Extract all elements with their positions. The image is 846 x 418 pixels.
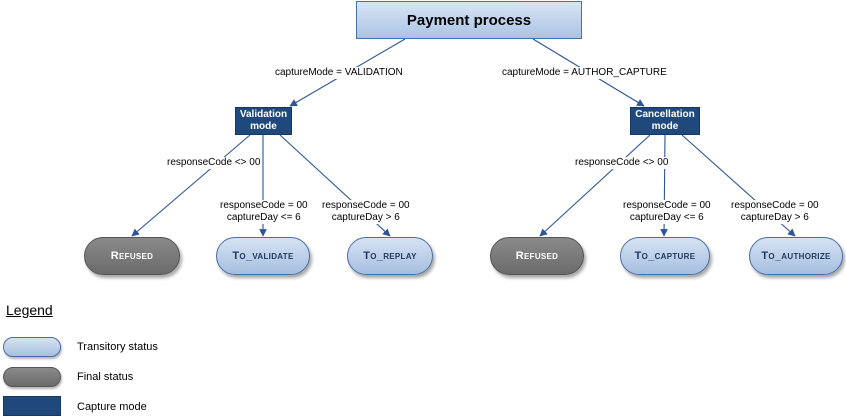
- branch-label-validation: captureMode = VALIDATION: [275, 67, 403, 79]
- legend-swatch-capture-mode: [3, 396, 61, 416]
- condition-label-to-authorize: responseCode = 00 captureDay > 6: [731, 200, 819, 224]
- payment-process-node: Payment process: [356, 1, 582, 39]
- condition-label-to-replay: responseCode = 00 captureDay > 6: [322, 200, 410, 224]
- status-label: Refused: [110, 250, 154, 262]
- connector-validation-to-refused: [131, 134, 251, 237]
- status-to-capture: To_capture: [620, 237, 710, 275]
- legend-label-transitory: Transitory status: [77, 341, 158, 353]
- branch-label-author-capture: captureMode = AUTHOR_CAPTURE: [502, 67, 667, 79]
- status-label: Refused: [515, 250, 559, 262]
- legend-title: Legend: [6, 302, 53, 318]
- status-refused-left: Refused: [84, 237, 180, 275]
- condition-line: responseCode = 00: [322, 200, 410, 211]
- condition-line: captureDay <= 6: [226, 212, 301, 223]
- validation-mode-node: Validation mode: [235, 107, 292, 135]
- validation-mode-line2: mode: [250, 121, 277, 132]
- cancellation-mode-line1: Cancellation: [635, 109, 695, 120]
- status-label: To_replay: [363, 250, 417, 262]
- status-to-authorize: To_authorize: [749, 237, 843, 275]
- status-to-validate: To_validate: [216, 237, 310, 275]
- legend-swatch-final: [3, 367, 61, 387]
- validation-mode-line1: Validation: [239, 109, 288, 120]
- legend-label-final: Final status: [77, 371, 134, 383]
- condition-line: captureDay > 6: [331, 212, 400, 223]
- status-label: To_capture: [634, 250, 696, 262]
- status-label: To_validate: [232, 250, 294, 262]
- condition-label-left-refused: responseCode <> 00: [167, 157, 261, 169]
- condition-line: captureDay <= 6: [629, 212, 704, 223]
- condition-line: captureDay > 6: [740, 212, 809, 223]
- cancellation-mode-line2: mode: [651, 121, 679, 132]
- legend-label-capture-mode: Capture mode: [77, 401, 147, 413]
- status-to-replay: To_replay: [347, 237, 433, 275]
- legend-swatch-transitory: [3, 337, 61, 357]
- condition-line: responseCode = 00: [731, 200, 819, 211]
- condition-line: responseCode = 00: [220, 200, 308, 211]
- condition-label-to-validate: responseCode = 00 captureDay <= 6: [220, 200, 308, 224]
- condition-label-right-refused: responseCode <> 00: [575, 157, 669, 169]
- condition-label-to-capture: responseCode = 00 captureDay <= 6: [623, 200, 711, 224]
- status-refused-right: Refused: [490, 237, 584, 275]
- status-label: To_authorize: [761, 250, 831, 262]
- connector-cancellation-to-refused: [539, 134, 651, 237]
- cancellation-mode-node: Cancellation mode: [630, 107, 700, 135]
- condition-line: responseCode = 00: [623, 200, 711, 211]
